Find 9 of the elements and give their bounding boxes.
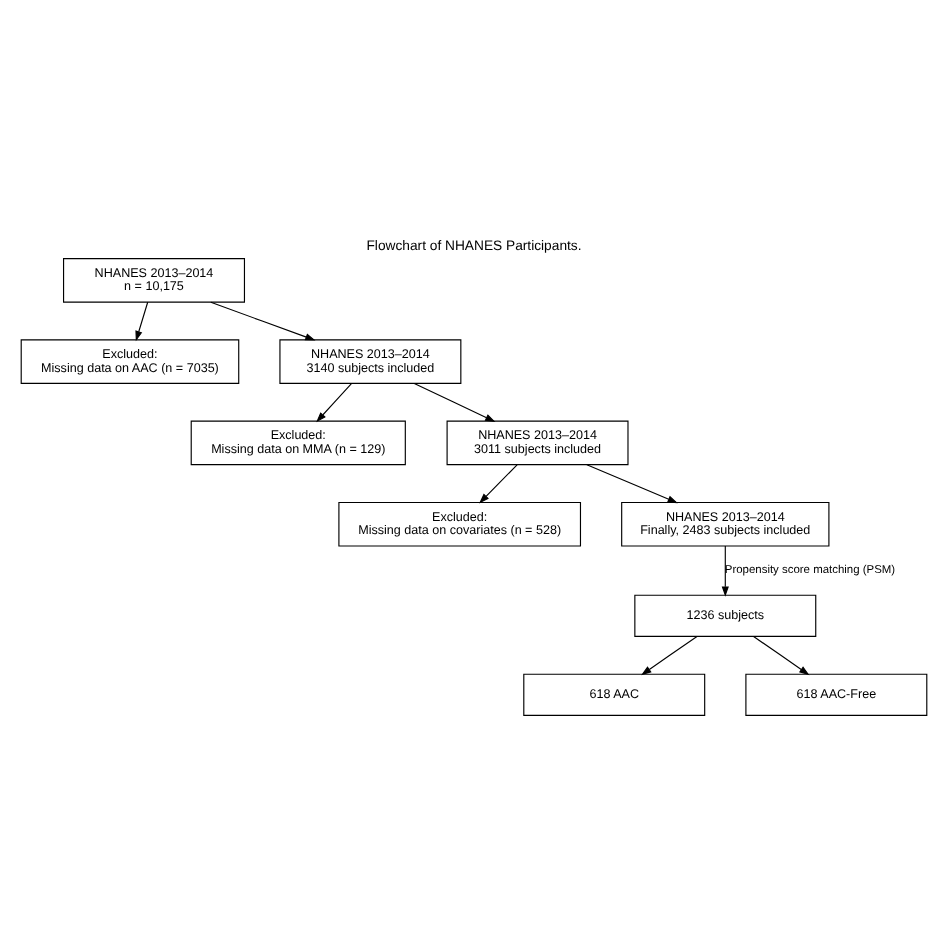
arrow — [210, 300, 316, 340]
arrow — [135, 300, 149, 341]
arrow — [753, 634, 810, 675]
arrow — [316, 382, 352, 422]
arrow — [413, 382, 496, 421]
arrow — [721, 544, 729, 596]
arrow — [641, 634, 698, 675]
arrow — [586, 463, 678, 503]
arrow — [479, 463, 518, 503]
